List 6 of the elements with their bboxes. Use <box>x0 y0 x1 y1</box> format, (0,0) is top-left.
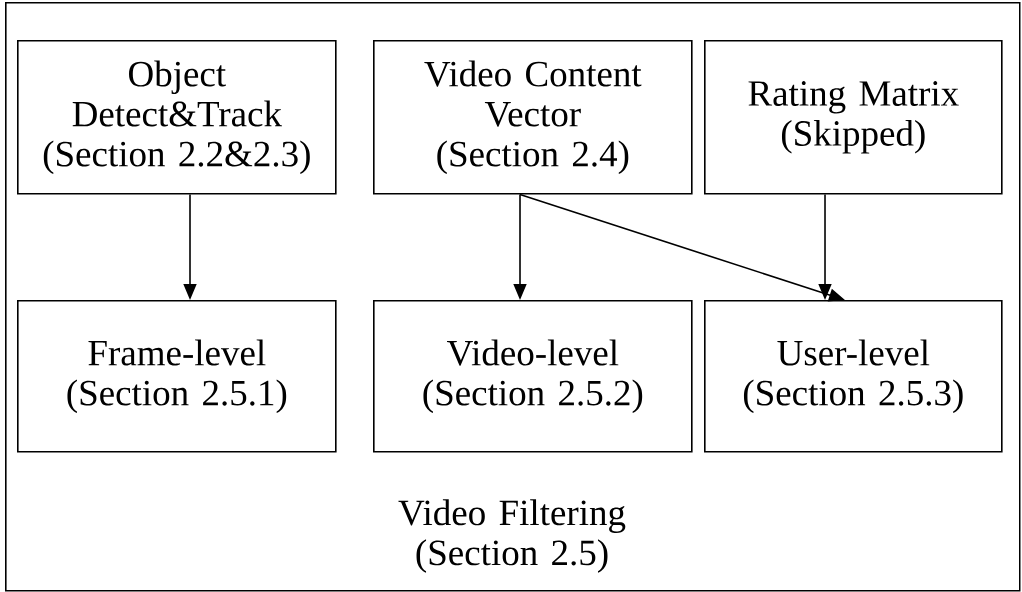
process-box: Video Content Vector (Section 2.4) <box>373 40 693 195</box>
process-box: User-level (Section 2.5.3) <box>704 300 1003 453</box>
process-box: Object Detect&Track (Section 2.2&2.3) <box>17 40 337 195</box>
process-box: Frame-level (Section 2.5.1) <box>17 300 337 453</box>
process-box: Video-level (Section 2.5.2) <box>373 300 693 453</box>
process-box: Rating Matrix (Skipped) <box>704 40 1003 195</box>
